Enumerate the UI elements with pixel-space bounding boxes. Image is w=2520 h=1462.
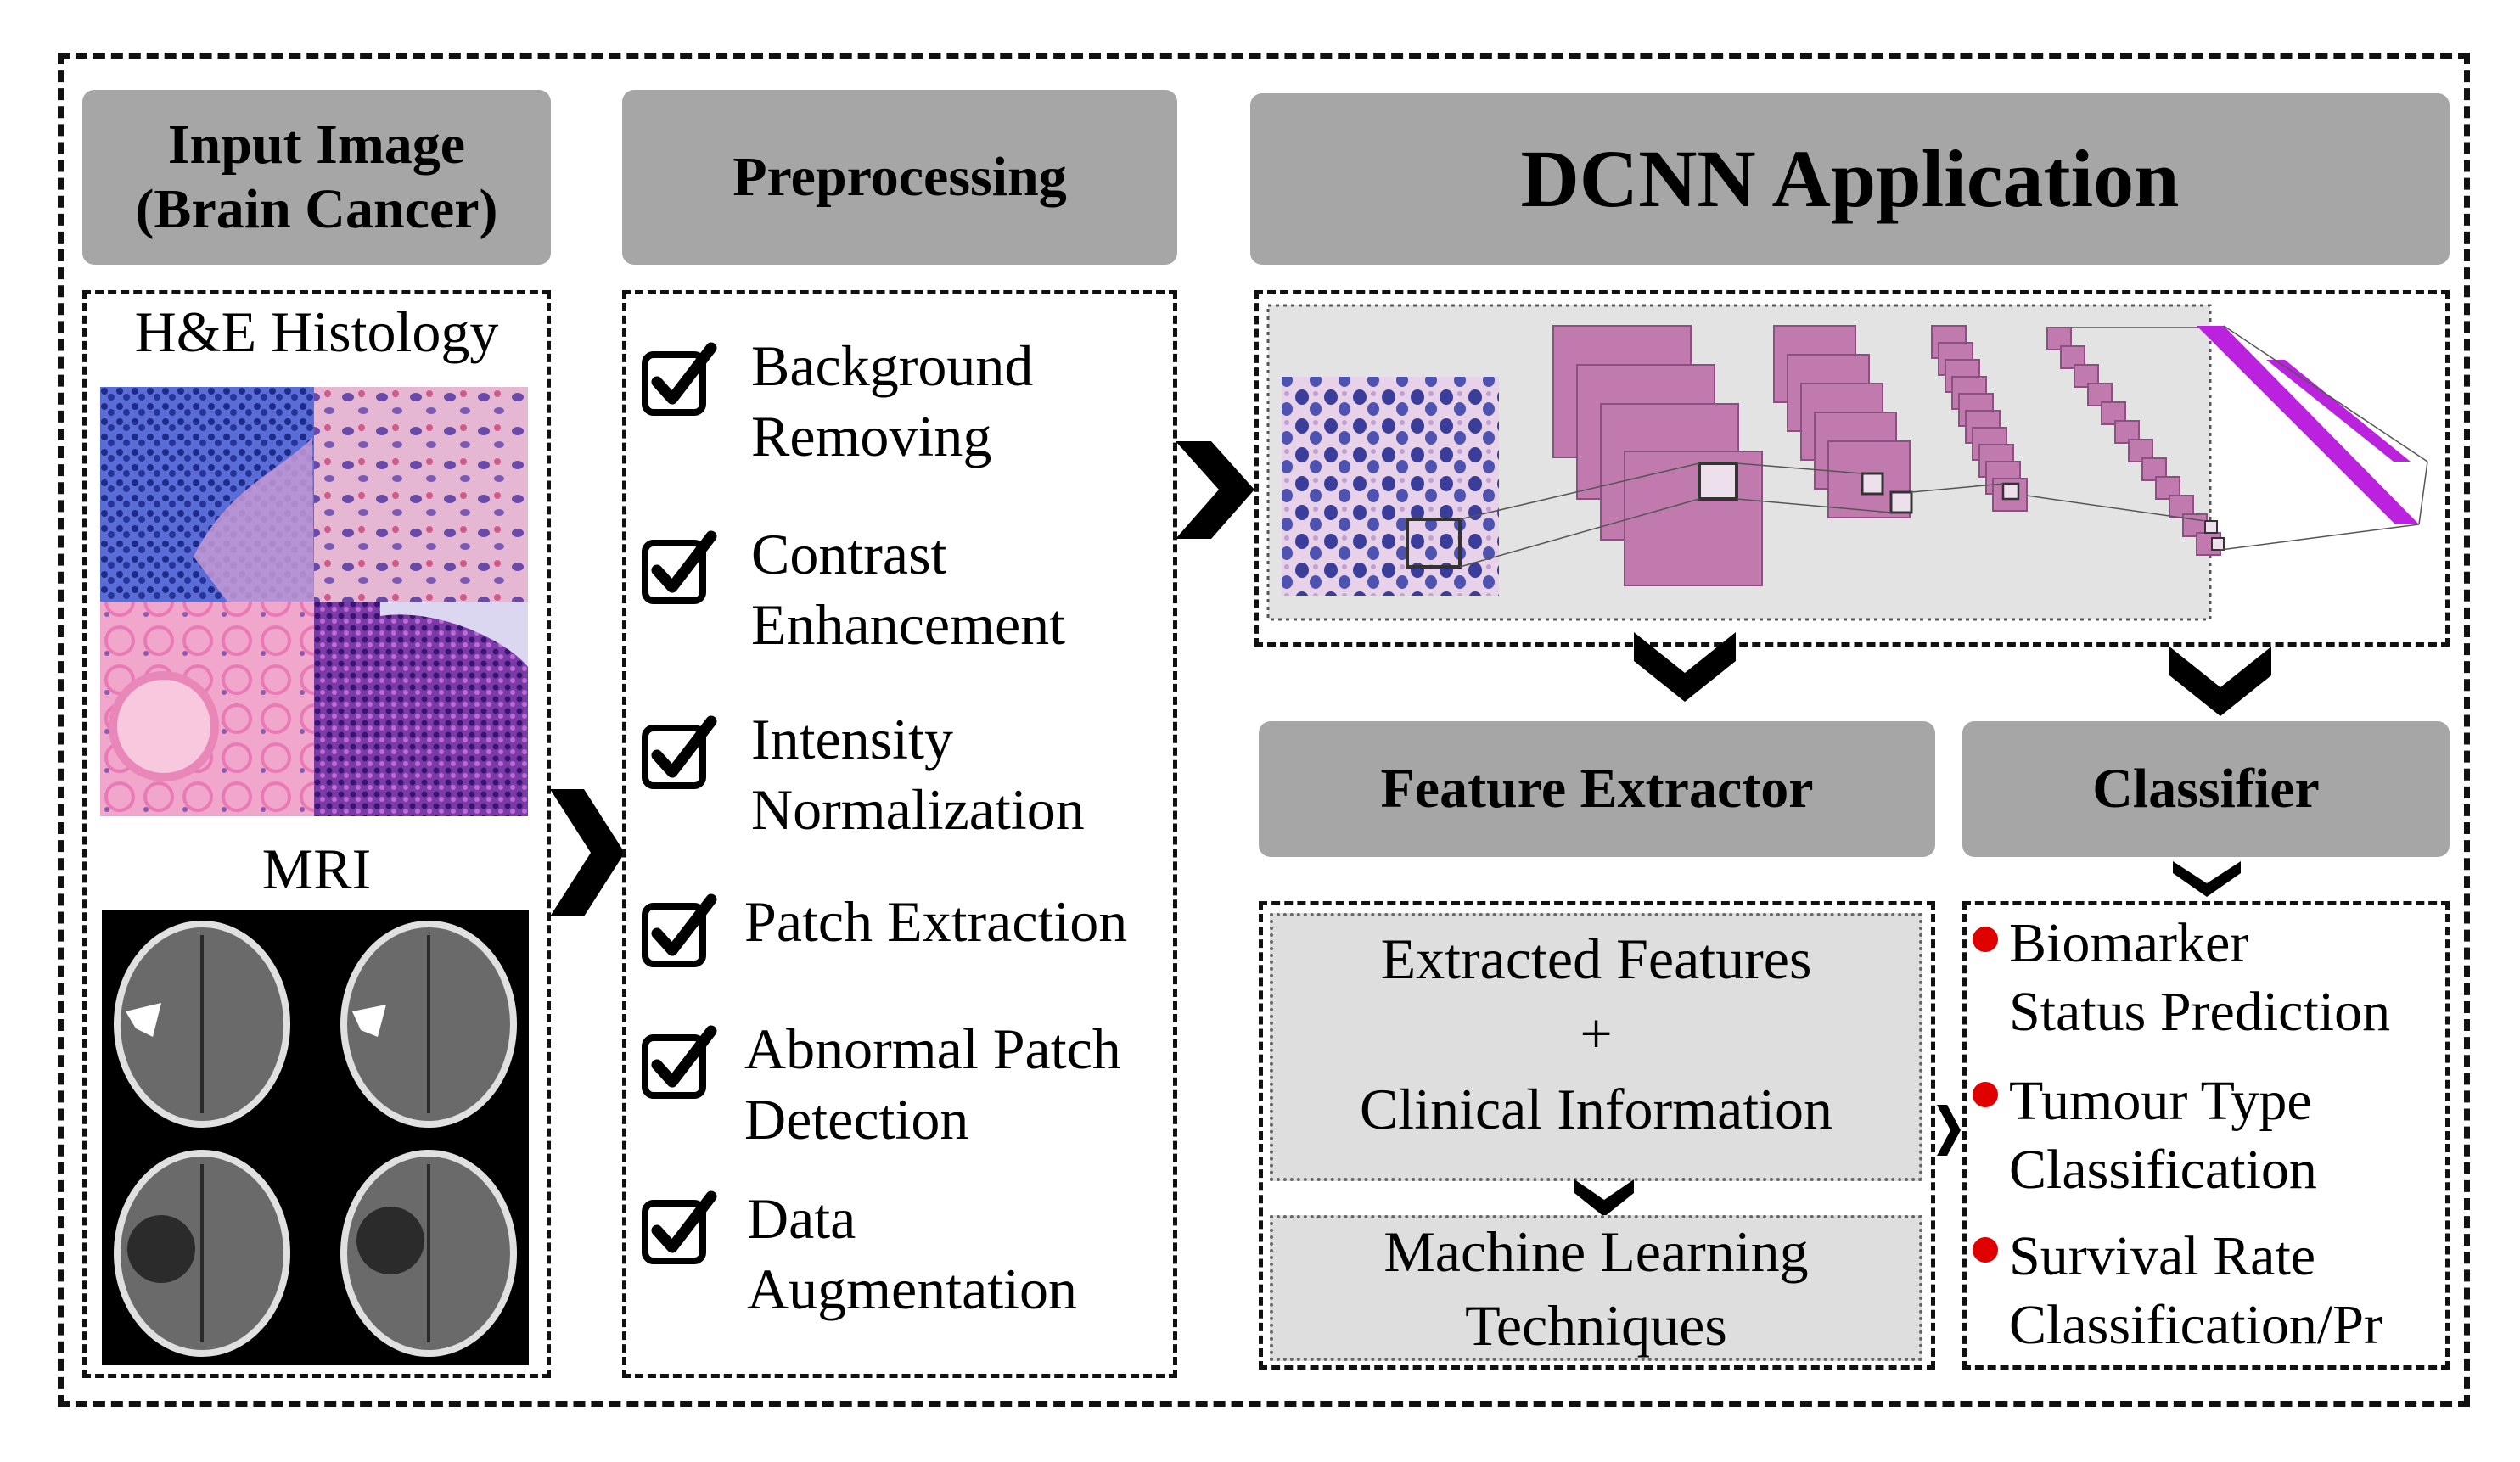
step-patch-extraction: Patch Extraction bbox=[744, 889, 1128, 954]
feature-extractor-header: Feature Extractor bbox=[1259, 721, 1935, 857]
dcnn-box bbox=[1254, 290, 2450, 647]
step-intensity-normalization: Intensity Normalization bbox=[751, 707, 1085, 842]
preprocessing-header: Preprocessing bbox=[622, 90, 1177, 265]
histology-label: H&E Histology bbox=[134, 300, 499, 364]
feature-extractor-title: Feature Extractor bbox=[1380, 758, 1814, 821]
mri-image bbox=[102, 910, 529, 1365]
preprocessing-box bbox=[622, 290, 1177, 1378]
bullet-icon bbox=[1973, 1237, 1998, 1263]
histology-image bbox=[100, 387, 528, 816]
arrow-down-classifier bbox=[2169, 647, 2271, 716]
arrow-right-2 bbox=[1176, 441, 1254, 539]
output-biomarker: Biomarker Status Prediction bbox=[2009, 912, 2391, 1043]
cnn-architecture-illustration bbox=[1266, 304, 2428, 621]
output-tumour-type: Tumour Type Classification bbox=[2009, 1070, 2317, 1201]
step-data-augmentation: Data Augmentation bbox=[747, 1186, 1078, 1321]
bullet-icon bbox=[1973, 1082, 1998, 1107]
step-abnormal-patch-detection: Abnormal Patch Detection bbox=[744, 1017, 1121, 1151]
feature-extractor-box bbox=[1259, 901, 1935, 1370]
checkbox-checked-icon bbox=[642, 1025, 717, 1099]
checkbox-checked-icon bbox=[642, 530, 717, 604]
input-image-box bbox=[82, 290, 551, 1378]
input-title-line1: Input Image bbox=[167, 114, 466, 176]
dcnn-title: DCNN Application bbox=[1520, 132, 2180, 224]
checkbox-checked-icon bbox=[642, 1190, 717, 1264]
mri-label: MRI bbox=[261, 837, 372, 901]
arrow-right-1 bbox=[550, 789, 625, 916]
checkbox-checked-icon bbox=[642, 715, 717, 789]
ml-techniques-text: Machine Learning Techniques bbox=[1383, 1219, 1809, 1358]
arrow-down-small bbox=[1574, 1179, 1634, 1217]
step-contrast-enhancement: Contrast Enhancement bbox=[751, 522, 1066, 657]
output-survival-rate: Survival Rate Classification/Pr bbox=[2009, 1225, 2382, 1356]
dcnn-header: DCNN Application bbox=[1250, 93, 2450, 265]
arrow-right-small bbox=[1937, 1105, 1961, 1156]
classifier-title: Classifier bbox=[2092, 758, 2320, 821]
diagram-frame bbox=[58, 53, 2470, 1407]
checkbox-checked-icon bbox=[642, 342, 717, 416]
extracted-features-text: Extracted Features + Clinical Informatio… bbox=[1359, 927, 1833, 1141]
ml-techniques-panel bbox=[1270, 1215, 1922, 1361]
step-background-removing: Background Removing bbox=[751, 333, 1034, 468]
classifier-header: Classifier bbox=[1962, 721, 2450, 857]
extracted-features-panel bbox=[1270, 913, 1922, 1181]
bullet-icon bbox=[1973, 927, 1998, 952]
classifier-box bbox=[1962, 901, 2450, 1370]
input-title-line2: (Brain Cancer) bbox=[135, 178, 498, 240]
input-image-header: Input Image (Brain Cancer) bbox=[82, 90, 551, 265]
checkbox-checked-icon bbox=[642, 893, 717, 967]
arrow-down-classifier-small bbox=[2173, 861, 2241, 897]
preprocessing-title: Preprocessing bbox=[732, 146, 1067, 209]
arrow-down-feature bbox=[1634, 632, 1736, 702]
